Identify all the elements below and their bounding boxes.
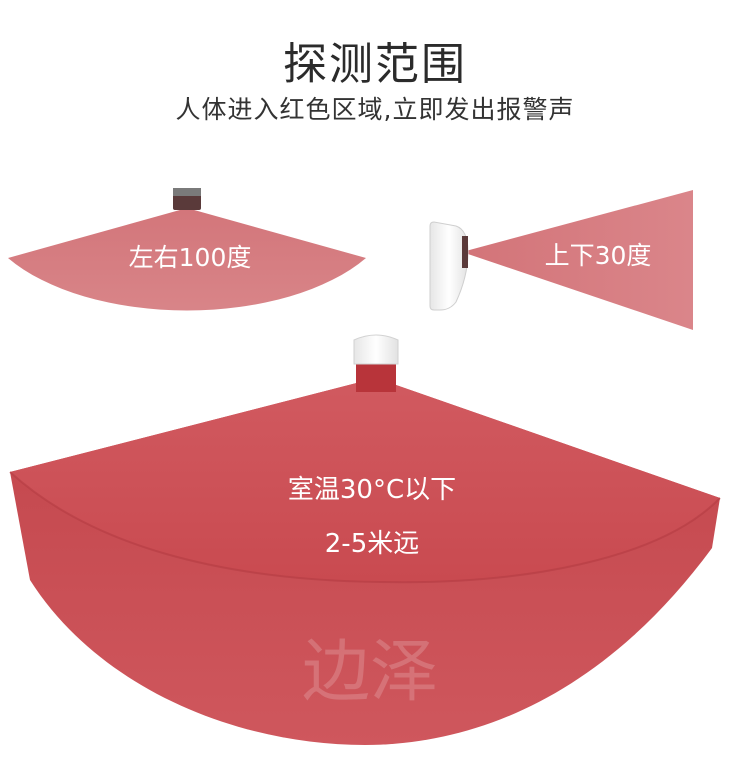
horizontal-range-panel: 左右100度 <box>8 188 366 311</box>
temperature-condition-label: 室温30°C以下 <box>288 475 456 505</box>
sensor-side-view <box>429 221 469 311</box>
sensor-front-window <box>356 362 396 392</box>
vertical-range-panel: 上下30度 <box>429 190 693 330</box>
horizontal-fan-zone <box>8 208 366 311</box>
distance-range-label: 2-5米远 <box>325 529 419 559</box>
horizontal-range-label: 左右100度 <box>129 243 252 272</box>
main-detection-zone: 室温30°C以下 2-5米远 边泽 <box>9 334 721 745</box>
page-subtitle: 人体进入红色区域,立即发出报警声 <box>175 95 575 124</box>
vertical-range-label: 上下30度 <box>545 241 652 270</box>
brand-watermark: 边泽 <box>302 633 438 712</box>
page-title: 探测范围 <box>283 39 467 90</box>
vertical-cone-zone <box>462 190 693 330</box>
zone-top-face <box>10 378 720 583</box>
sensor-front-view <box>353 334 399 365</box>
